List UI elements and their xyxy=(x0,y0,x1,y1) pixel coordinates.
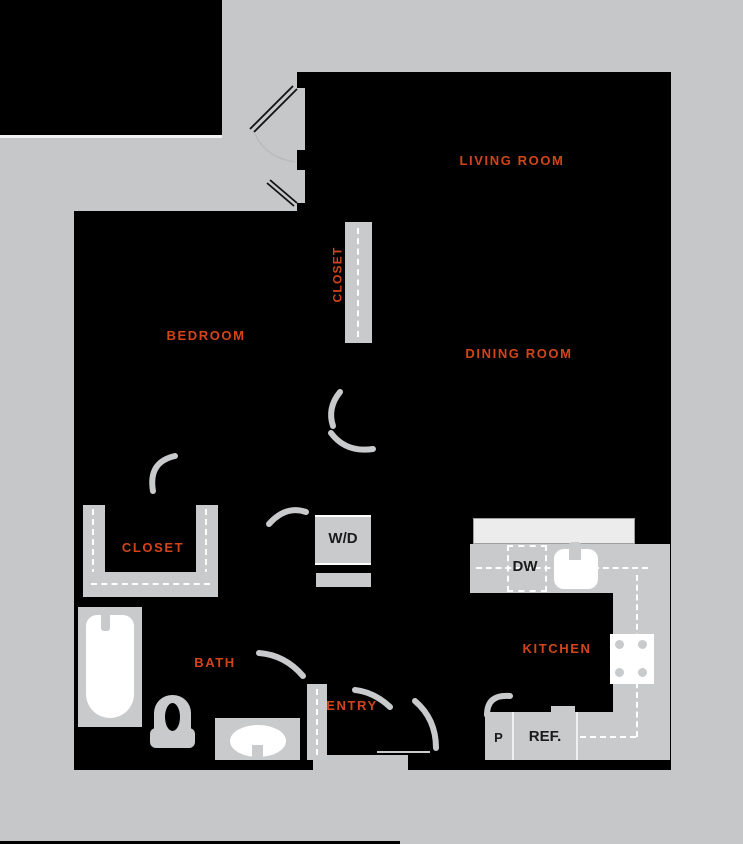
closet-rod-line xyxy=(92,509,94,575)
toilet-bowl-opening xyxy=(165,703,180,731)
bathtub-basin xyxy=(86,615,134,718)
burner-icon xyxy=(615,640,624,649)
vanity-counter xyxy=(215,718,300,760)
dishwasher-outline xyxy=(507,545,547,592)
patio-door-swing-arc xyxy=(254,133,296,163)
closet-rod-line xyxy=(316,689,318,755)
closet-rod-line xyxy=(357,228,359,337)
stove xyxy=(610,634,654,684)
adjacent-unit-edge-line xyxy=(0,135,222,138)
bedroom-closet-strip xyxy=(345,222,372,343)
unit-footprint-right xyxy=(297,72,671,770)
adjacent-unit-block xyxy=(0,0,222,135)
laundry-shelf xyxy=(316,573,371,587)
kitchen-faucet xyxy=(569,542,581,560)
adjacent-strip-bottom xyxy=(0,841,400,844)
entry-wall-strip xyxy=(307,684,327,760)
burner-icon xyxy=(638,640,647,649)
bathtub-drain xyxy=(101,613,110,631)
closet-rod-line xyxy=(91,583,210,585)
patio-door-leaf xyxy=(253,88,298,133)
patio-door-opening xyxy=(295,88,305,150)
washer-dryer-unit xyxy=(315,515,371,565)
patio-door-leaf xyxy=(249,85,294,130)
patio-door-leaf xyxy=(266,182,295,207)
burner-icon xyxy=(615,668,624,677)
vanity-faucet xyxy=(252,745,263,760)
fridge-handle xyxy=(551,706,575,713)
kitchen-upper-cabinet xyxy=(473,518,635,544)
bathtub xyxy=(78,607,142,727)
hall-closet-bottom-shelf xyxy=(83,572,218,597)
counter-dash-line xyxy=(580,736,636,738)
patio-door-leaf xyxy=(269,179,298,204)
cabinet-separator xyxy=(512,712,514,760)
patio-window-opening xyxy=(295,170,305,203)
burner-icon xyxy=(638,668,647,677)
cabinet-separator xyxy=(576,712,578,760)
entry-door-opening xyxy=(313,755,408,770)
closet-rod-line xyxy=(205,509,207,575)
